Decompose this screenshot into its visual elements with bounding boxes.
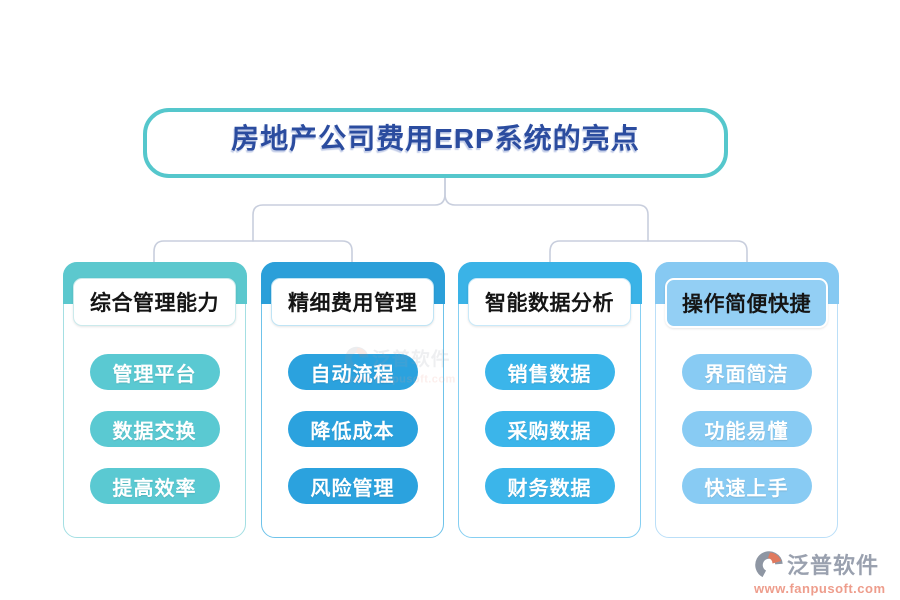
feature-pill: 自动流程: [287, 354, 418, 390]
feature-pill: 界面简洁: [681, 354, 812, 390]
card-header-label: 综合管理能力: [90, 292, 219, 315]
feature-list: 销售数据 采购数据 财务数据: [459, 354, 640, 504]
feature-pill: 销售数据: [484, 354, 615, 390]
feature-pill: 采购数据: [484, 411, 615, 447]
feature-list: 自动流程 降低成本 风险管理: [262, 354, 443, 504]
feature-pill: 提高效率: [89, 468, 220, 504]
card-header-label: 操作简便快捷: [682, 293, 811, 316]
feature-pill: 数据交换: [89, 411, 220, 447]
card-header-label: 智能数据分析: [485, 292, 614, 315]
feature-pill: 财务数据: [484, 468, 615, 504]
feature-pill: 管理平台: [89, 354, 220, 390]
fanpu-logo-icon: [755, 551, 783, 579]
card-header: 综合管理能力: [73, 278, 236, 326]
card-header: 操作简便快捷: [665, 278, 828, 328]
branch-card-comprehensive-management: 综合管理能力 管理平台 数据交换 提高效率: [62, 261, 247, 538]
vendor-name: 泛普软件: [372, 348, 451, 370]
card-header-label: 精细费用管理: [288, 292, 417, 315]
fanpu-logo-icon: [345, 346, 369, 371]
feature-list: 界面简洁 功能易懂 快速上手: [656, 354, 837, 504]
feature-pill: 降低成本: [287, 411, 418, 447]
feature-pill: 功能易懂: [681, 411, 812, 447]
branch-card-easy-operation: 操作简便快捷 界面简洁 功能易懂 快速上手: [654, 261, 839, 538]
vendor-url: www.fanpusoft.com: [754, 581, 886, 596]
branch-card-data-analysis: 智能数据分析 销售数据 采购数据 财务数据: [457, 261, 642, 538]
vendor-watermark-ghost: 泛普软件 www.fanpusoft.com: [344, 344, 463, 385]
card-header: 智能数据分析: [468, 278, 631, 326]
feature-pill: 快速上手: [681, 468, 812, 504]
vendor-watermark: 泛普软件 www.fanpusoft.com: [754, 548, 894, 596]
diagram-title: 房地产公司费用ERP系统的亮点: [143, 108, 728, 178]
feature-list: 管理平台 数据交换 提高效率: [64, 354, 245, 504]
vendor-url: www.fanpusoft.com: [344, 372, 456, 385]
vendor-name: 泛普软件: [787, 553, 880, 578]
diagram-title-text: 房地产公司费用ERP系统的亮点: [231, 123, 640, 154]
card-header: 精细费用管理: [271, 278, 434, 326]
branch-card-expense-management: 精细费用管理 自动流程 降低成本 风险管理: [260, 261, 445, 538]
feature-pill: 风险管理: [287, 468, 418, 504]
